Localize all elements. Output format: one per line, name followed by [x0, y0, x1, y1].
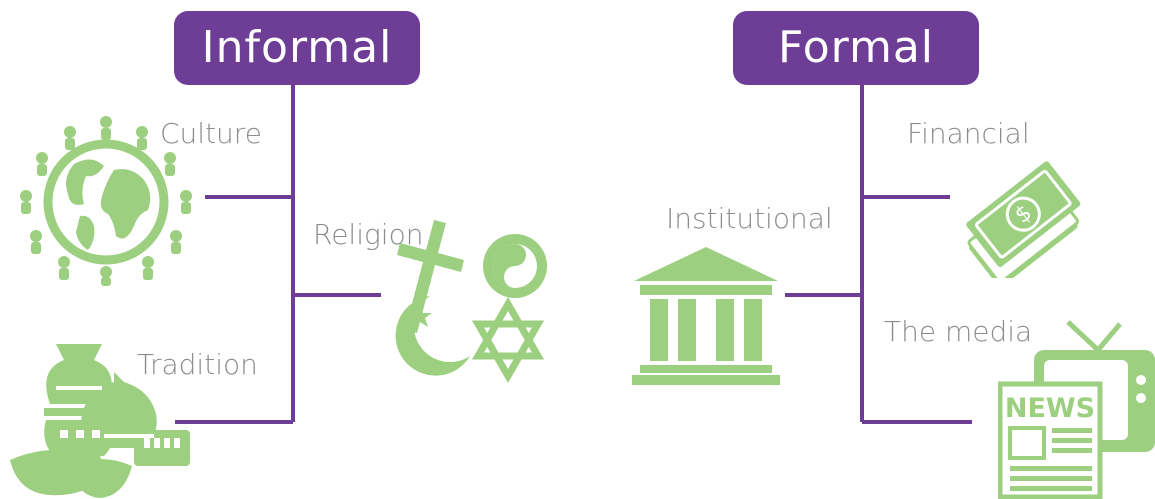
tv-newspaper-icon: NEWS	[998, 320, 1155, 499]
informal-header: Informal	[174, 11, 420, 85]
news-icon-text: NEWS	[1005, 393, 1095, 424]
religious-symbols-icon	[395, 220, 547, 384]
institutional-label: Institutional	[666, 202, 833, 235]
tradition-label: Tradition	[137, 348, 258, 381]
institution-building-icon	[632, 247, 780, 385]
pottery-icon	[10, 344, 190, 498]
formal-header: Formal	[733, 11, 979, 85]
globe-people-icon	[20, 116, 192, 286]
the-media-label: The media	[884, 315, 1033, 348]
financial-label: Financial	[907, 117, 1030, 150]
culture-label: Culture	[160, 117, 262, 150]
money-icon: $	[966, 161, 1081, 278]
